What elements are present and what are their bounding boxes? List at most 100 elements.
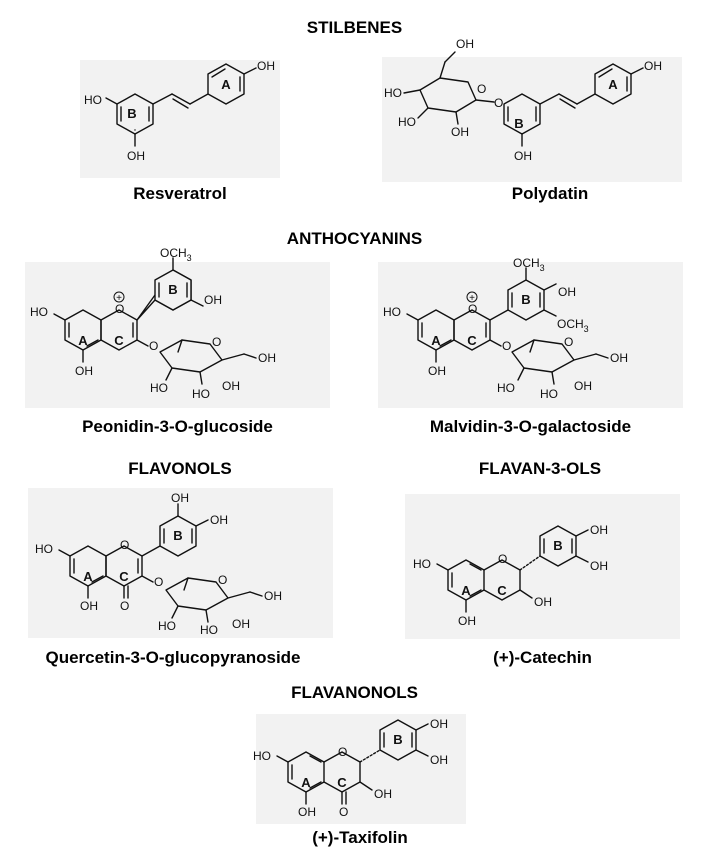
ring-label-c: C: [119, 569, 129, 584]
hydroxyl-label: OH: [210, 513, 228, 527]
ring-label-a: A: [78, 333, 88, 348]
resveratrol-structure-panel: [80, 60, 280, 178]
methoxy-label: OCH3: [160, 246, 192, 263]
hydroxyl-label: OH: [171, 491, 189, 505]
hydroxyl-label: OH: [451, 125, 469, 139]
hydroxyl-label: OH: [514, 149, 532, 163]
ring-label-a: A: [608, 77, 618, 92]
ring-oxygen-label: O: [212, 335, 221, 349]
ring-label-b: B: [393, 732, 402, 747]
compound-name-quercetin: Quercetin-3-O-glucopyranoside: [45, 648, 301, 667]
hydroxyl-label: OH: [298, 805, 316, 819]
quercetin-structure-panel: [28, 488, 333, 638]
hydroxyl-label: OH: [374, 787, 392, 801]
ring-oxygen-label: O: [564, 335, 573, 349]
section-title-flavonols: FLAVONOLS: [128, 459, 232, 478]
hydroxyl-label: OH: [430, 753, 448, 767]
ring-label-b: B: [553, 538, 562, 553]
section-title-stilbenes: STILBENES: [306, 18, 403, 37]
hydroxyl-label: HO: [383, 305, 401, 319]
positive-charge-label: +: [469, 293, 475, 304]
hydroxyl-label: OH: [222, 379, 240, 393]
hydroxyl-label: OH: [75, 364, 93, 378]
hydroxyl-label: HO: [150, 381, 168, 395]
hydroxyl-label: OH: [264, 589, 282, 603]
ring-oxygen-label: O: [338, 745, 347, 759]
carbonyl-oxygen-label: O: [120, 599, 129, 613]
compound-name-resveratrol: Resveratrol: [133, 184, 227, 203]
carbonyl-oxygen-label: O: [339, 805, 348, 819]
compound-name-peonidin: Peonidin-3-O-glucoside: [82, 417, 273, 436]
compound-name-catechin: (+)-Catechin: [493, 648, 592, 667]
hydroxyl-label: OH: [574, 379, 592, 393]
ring-label-a: A: [461, 583, 471, 598]
ether-oxygen-label: O: [494, 96, 503, 110]
ring-label-a: A: [83, 569, 93, 584]
hydroxyl-label: OH: [644, 59, 662, 73]
ring-label-c: C: [114, 333, 124, 348]
hydroxyl-label: OH: [534, 595, 552, 609]
hydroxyl-label: OH: [428, 364, 446, 378]
ring-label-a: A: [301, 775, 311, 790]
hydroxyl-label: HO: [253, 749, 271, 763]
hydroxyl-label: HO: [200, 623, 218, 637]
compound-name-malvidin: Malvidin-3-O-galactoside: [429, 417, 632, 436]
hydroxyl-label: OH: [610, 351, 628, 365]
ether-oxygen-label: O: [502, 339, 511, 353]
hydroxyl-label: HO: [398, 115, 416, 129]
hydroxyl-label: OH: [590, 523, 608, 537]
hydroxyl-label: OH: [430, 717, 448, 731]
taxifolin-structure-panel: [256, 714, 466, 824]
ring-label-a: A: [221, 77, 231, 92]
hydroxyl-label: OH: [258, 351, 276, 365]
oxonium-oxygen-label: O: [115, 302, 124, 316]
section-title-flavanonols: FLAVANONOLS: [291, 683, 418, 702]
hydroxyl-label: HO: [192, 387, 210, 401]
compound-name-taxifolin: (+)-Taxifolin: [312, 828, 408, 847]
hydroxyl-label: HO: [35, 542, 53, 556]
ring-label-b: B: [168, 282, 177, 297]
ring-label-c: C: [497, 583, 507, 598]
ring-oxygen-label: O: [477, 82, 486, 96]
oxonium-oxygen-label: O: [468, 302, 477, 316]
hydroxyl-label: HO: [158, 619, 176, 633]
ring-label-b: B: [514, 116, 523, 131]
hydroxyl-label: OH: [127, 149, 145, 163]
methoxy-label: OCH3: [557, 317, 589, 334]
positive-charge-label: +: [116, 293, 122, 304]
ring-label-c: C: [337, 775, 347, 790]
ring-label-a: A: [431, 333, 441, 348]
ring-label-b: B: [521, 292, 530, 307]
compound-name-polydatin: Polydatin: [511, 184, 589, 203]
hydroxyl-label: OH: [456, 37, 474, 51]
hydroxyl-label: OH: [80, 599, 98, 613]
hydroxyl-label: OH: [558, 285, 576, 299]
hydroxyl-label: OH: [590, 559, 608, 573]
polydatin-structure-panel: [382, 57, 682, 182]
hydroxyl-label: HO: [497, 381, 515, 395]
section-title-flavan3ols: FLAVAN-3-OLS: [478, 459, 602, 478]
ring-label-c: C: [467, 333, 477, 348]
catechin-structure-panel: [405, 494, 680, 639]
hydroxyl-label: HO: [84, 93, 102, 107]
hydroxyl-label: HO: [384, 86, 402, 100]
ether-oxygen-label: O: [154, 575, 163, 589]
hydroxyl-label: HO: [540, 387, 558, 401]
section-title-anthocyanins: ANTHOCYANINS: [286, 229, 423, 248]
ring-label-b: B: [127, 106, 136, 121]
methoxy-label: OCH3: [513, 256, 545, 273]
hydroxyl-label: OH: [458, 614, 476, 628]
hydroxyl-label: OH: [204, 293, 222, 307]
hydroxyl-label: HO: [413, 557, 431, 571]
hydroxyl-label: OH: [232, 617, 250, 631]
hydroxyl-label: OH: [257, 59, 275, 73]
ether-oxygen-label: O: [149, 339, 158, 353]
malvidin-structure-panel: [378, 262, 683, 408]
ring-oxygen-label: O: [120, 538, 129, 552]
